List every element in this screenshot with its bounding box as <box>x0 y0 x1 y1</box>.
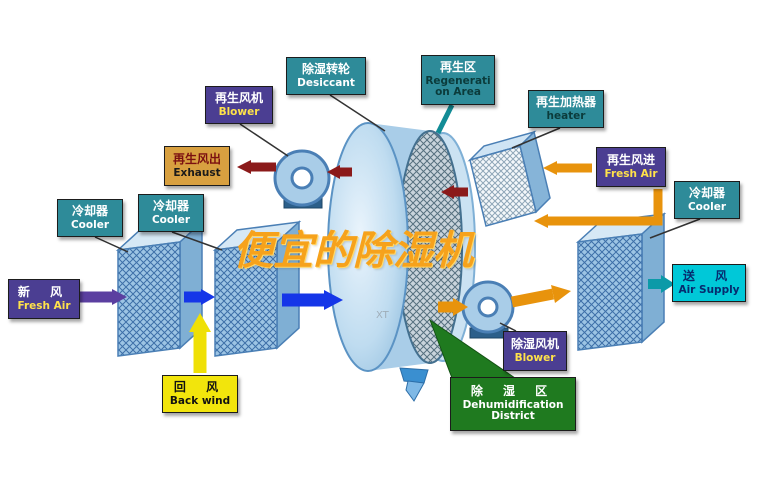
regeneration-freshair-label: 再生风进 Fresh Air <box>596 147 666 187</box>
cooler2-label: 冷却器 Cooler <box>138 194 204 232</box>
dehumidification-blower-label-en: Blower <box>514 351 556 364</box>
cooler3-label: 冷却器 Cooler <box>674 181 740 219</box>
desiccant-label: 除湿转轮 Desiccant <box>286 57 366 95</box>
cooler1-label: 冷却器 Cooler <box>57 199 123 237</box>
dehumidification-blower-label: 除湿风机 Blower <box>503 331 567 371</box>
page-title: 便宜的除湿机 <box>233 228 473 274</box>
regeneration-area-pointer <box>435 103 455 135</box>
ribbon-icon <box>399 367 429 402</box>
regeneration-heater-exchanger <box>467 130 551 227</box>
regeneration-heater-label-zh: 再生加热器 <box>535 94 596 109</box>
regeneration-area-label-zh: 再生区 <box>439 60 476 75</box>
regeneration-area-label: 再生区 Regeneration Area <box>421 55 495 105</box>
airsupply-label-en: Air Supply <box>678 283 740 296</box>
heat-exchanger-cooler-2 <box>212 220 302 357</box>
exhaust-label-en: Exhaust <box>173 166 221 179</box>
regeneration-blower-label-en: Blower <box>218 105 260 118</box>
cooler3-label-en: Cooler <box>687 200 727 213</box>
cooler1-label-zh: 冷却器 <box>71 203 108 218</box>
regeneration-blower-label: 再生风机 Blower <box>205 86 273 124</box>
regeneration-air-arrows <box>237 160 663 228</box>
backwind-label-zh: 回 风 <box>173 379 227 394</box>
desiccant-label-zh: 除湿转轮 <box>301 61 350 76</box>
exhaust-label-zh: 再生风出 <box>172 151 221 166</box>
freshair-label-zh: 新 风 <box>17 284 71 299</box>
freshair-label-en: Fresh Air <box>17 299 71 312</box>
dehumidification-district-label-en: Dehumidification District <box>462 398 564 423</box>
dehumidification-blower-fan <box>461 280 515 339</box>
exhaust-label: 再生风出 Exhaust <box>164 146 230 186</box>
backwind-label-en: Back wind <box>169 394 231 407</box>
heat-exchanger-cooler-1 <box>115 220 205 357</box>
regeneration-freshair-label-en: Fresh Air <box>604 167 658 180</box>
regeneration-blower-label-zh: 再生风机 <box>214 90 263 105</box>
cooler1-label-en: Cooler <box>70 218 110 231</box>
process-air-arrows <box>80 275 675 373</box>
cooler2-label-en: Cooler <box>151 213 191 226</box>
dehumidification-district-label-zh: 除 湿 区 <box>470 384 556 399</box>
freshair-label: 新 风 Fresh Air <box>8 279 80 319</box>
airsupply-label-zh: 送 风 <box>682 268 736 283</box>
regeneration-heater-label-en: heater <box>546 109 586 122</box>
dehumidification-blower-label-zh: 除湿风机 <box>510 336 559 351</box>
cooler3-label-zh: 冷却器 <box>688 185 725 200</box>
label-connector-lines <box>94 94 701 332</box>
desiccant-label-en: Desiccant <box>297 76 355 89</box>
regeneration-area-label-en: Regeneration Area <box>425 74 491 99</box>
cooler2-label-zh: 冷却器 <box>152 198 189 213</box>
watermark-text: XT <box>376 310 389 321</box>
regeneration-freshair-label-zh: 再生风进 <box>606 152 655 167</box>
dehumidification-district-label: 除 湿 区 Dehumidification District <box>450 377 576 431</box>
regeneration-heater-label: 再生加热器 heater <box>528 90 604 128</box>
airsupply-label: 送 风 Air Supply <box>672 264 746 302</box>
backwind-label: 回 风 Back wind <box>162 375 238 413</box>
regeneration-blower-fan <box>273 149 331 209</box>
